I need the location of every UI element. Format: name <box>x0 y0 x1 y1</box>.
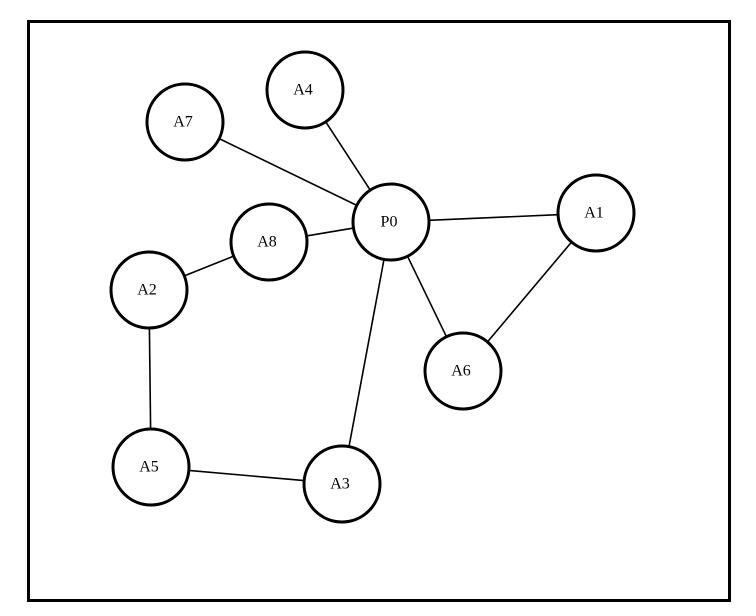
node-a4-label: A4 <box>293 82 313 99</box>
node-a8: A8 <box>229 202 309 282</box>
node-a8-label: A8 <box>257 234 277 251</box>
node-a2-label: A2 <box>137 282 157 299</box>
node-a5-label: A5 <box>139 459 159 476</box>
edge-a5-a3 <box>188 469 305 482</box>
nodes-layer: A4 A7 P0 A1 A8 A2 A6 A5 <box>109 50 636 524</box>
node-a1: A1 <box>556 173 636 253</box>
edge-a7-p0 <box>218 137 358 207</box>
node-a6-circle <box>423 331 503 411</box>
node-a4: A4 <box>265 50 345 130</box>
edge-a2-a5 <box>148 327 152 430</box>
edge-a8-p0 <box>306 227 354 237</box>
node-p0-circle <box>351 182 431 262</box>
node-a2: A2 <box>109 250 189 330</box>
node-p0: P0 <box>351 182 431 262</box>
node-a6: A6 <box>423 331 503 411</box>
node-a5-circle <box>111 427 191 507</box>
edges-layer <box>148 121 573 482</box>
node-a7-label: A7 <box>173 114 193 131</box>
edge-a2-a8 <box>184 255 234 277</box>
node-a5: A5 <box>111 427 191 507</box>
node-a6-label: A6 <box>451 363 471 380</box>
node-a4-circle <box>265 50 345 130</box>
edge-p0-a6 <box>406 255 448 338</box>
node-a8-circle <box>229 202 309 282</box>
node-a7: A7 <box>145 82 225 162</box>
node-a2-circle <box>109 250 189 330</box>
edge-a4-p0 <box>325 121 371 191</box>
edge-a1-a6 <box>486 241 573 343</box>
node-p0-label: P0 <box>381 214 398 231</box>
node-a1-circle <box>556 173 636 253</box>
node-a3-circle <box>302 444 382 524</box>
node-a7-circle <box>145 82 225 162</box>
node-a1-label: A1 <box>584 205 604 222</box>
edge-p0-a3 <box>348 259 385 447</box>
node-a3: A3 <box>302 444 382 524</box>
edge-p0-a1 <box>428 213 559 222</box>
node-a3-label: A3 <box>330 476 350 493</box>
